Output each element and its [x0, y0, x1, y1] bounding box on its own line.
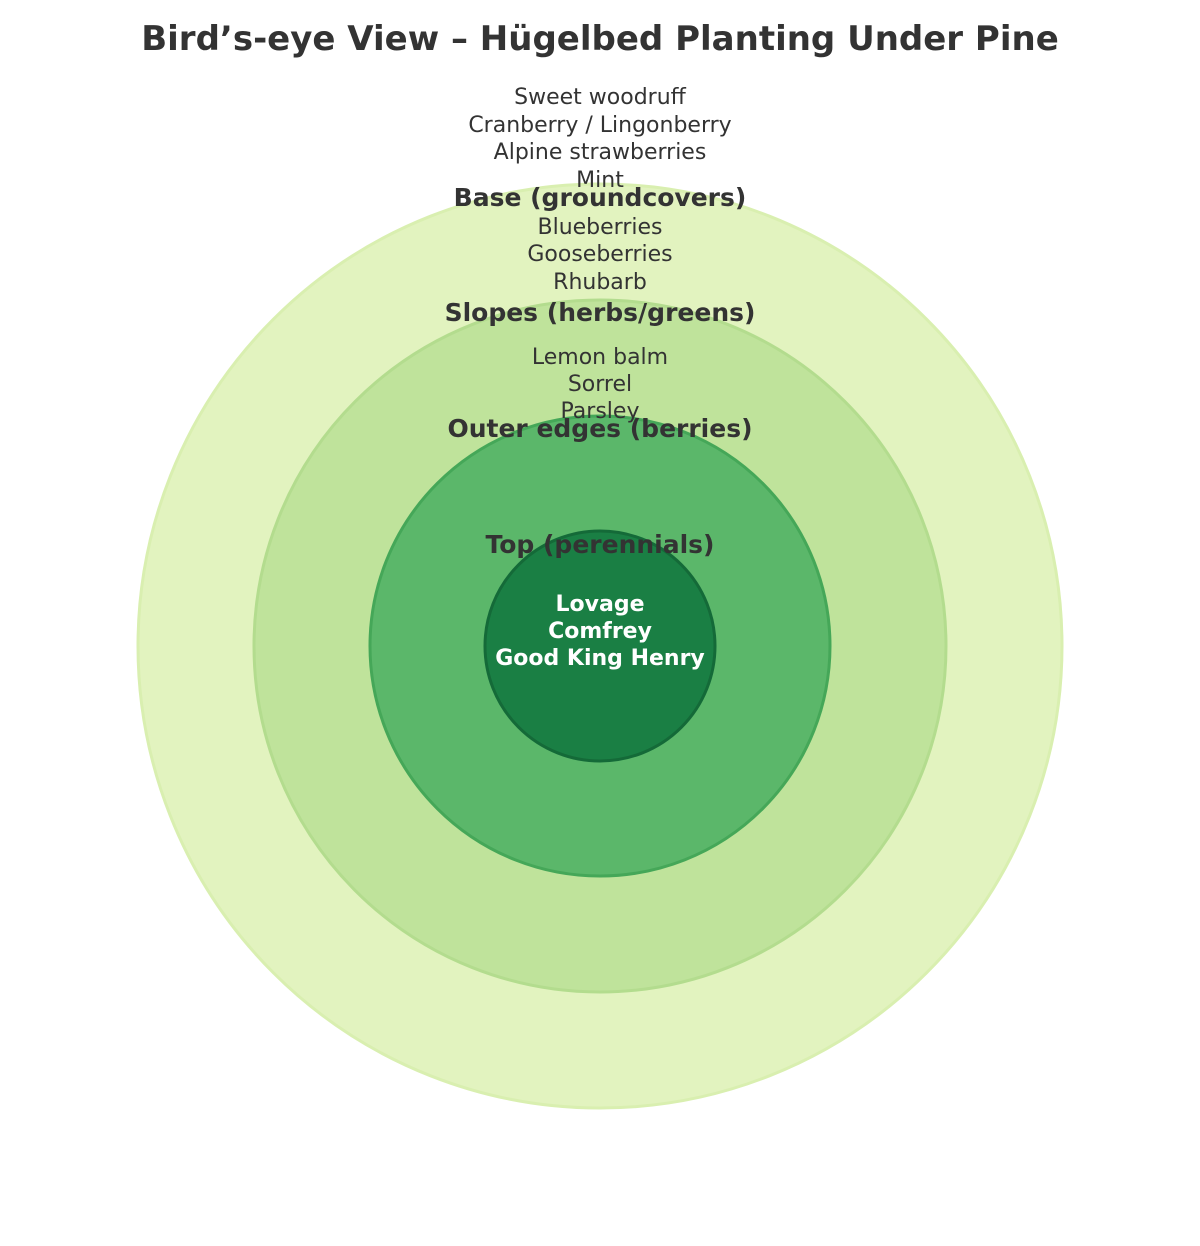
plant-label: Lemon balm: [532, 345, 668, 370]
zone-label-outer-edges: Outer edges (berries): [447, 414, 752, 443]
zone-ring-top: [483, 529, 717, 763]
diagram-title: Bird’s-eye View – Hügelbed Planting Unde…: [141, 19, 1059, 59]
plant-label: Blueberries: [538, 215, 663, 240]
plant-label: Gooseberries: [527, 242, 672, 267]
plant-label: Rhubarb: [553, 270, 647, 295]
plant-label: Lovage: [556, 592, 645, 617]
zone-label-top: Top (perennials): [486, 530, 715, 559]
plant-label: Sorrel: [568, 372, 632, 397]
plant-label: Mint: [576, 168, 624, 193]
zone-label-base: Base (groundcovers): [454, 183, 747, 212]
plant-label: Cranberry / Lingonberry: [468, 113, 731, 138]
plant-label: Parsley: [561, 399, 640, 424]
plant-label: Alpine strawberries: [494, 140, 707, 165]
plant-label: Good King Henry: [495, 646, 705, 671]
plant-label: Sweet woodruff: [514, 85, 687, 110]
plant-label: Comfrey: [548, 619, 652, 644]
zone-label-slopes: Slopes (herbs/greens): [445, 298, 756, 327]
